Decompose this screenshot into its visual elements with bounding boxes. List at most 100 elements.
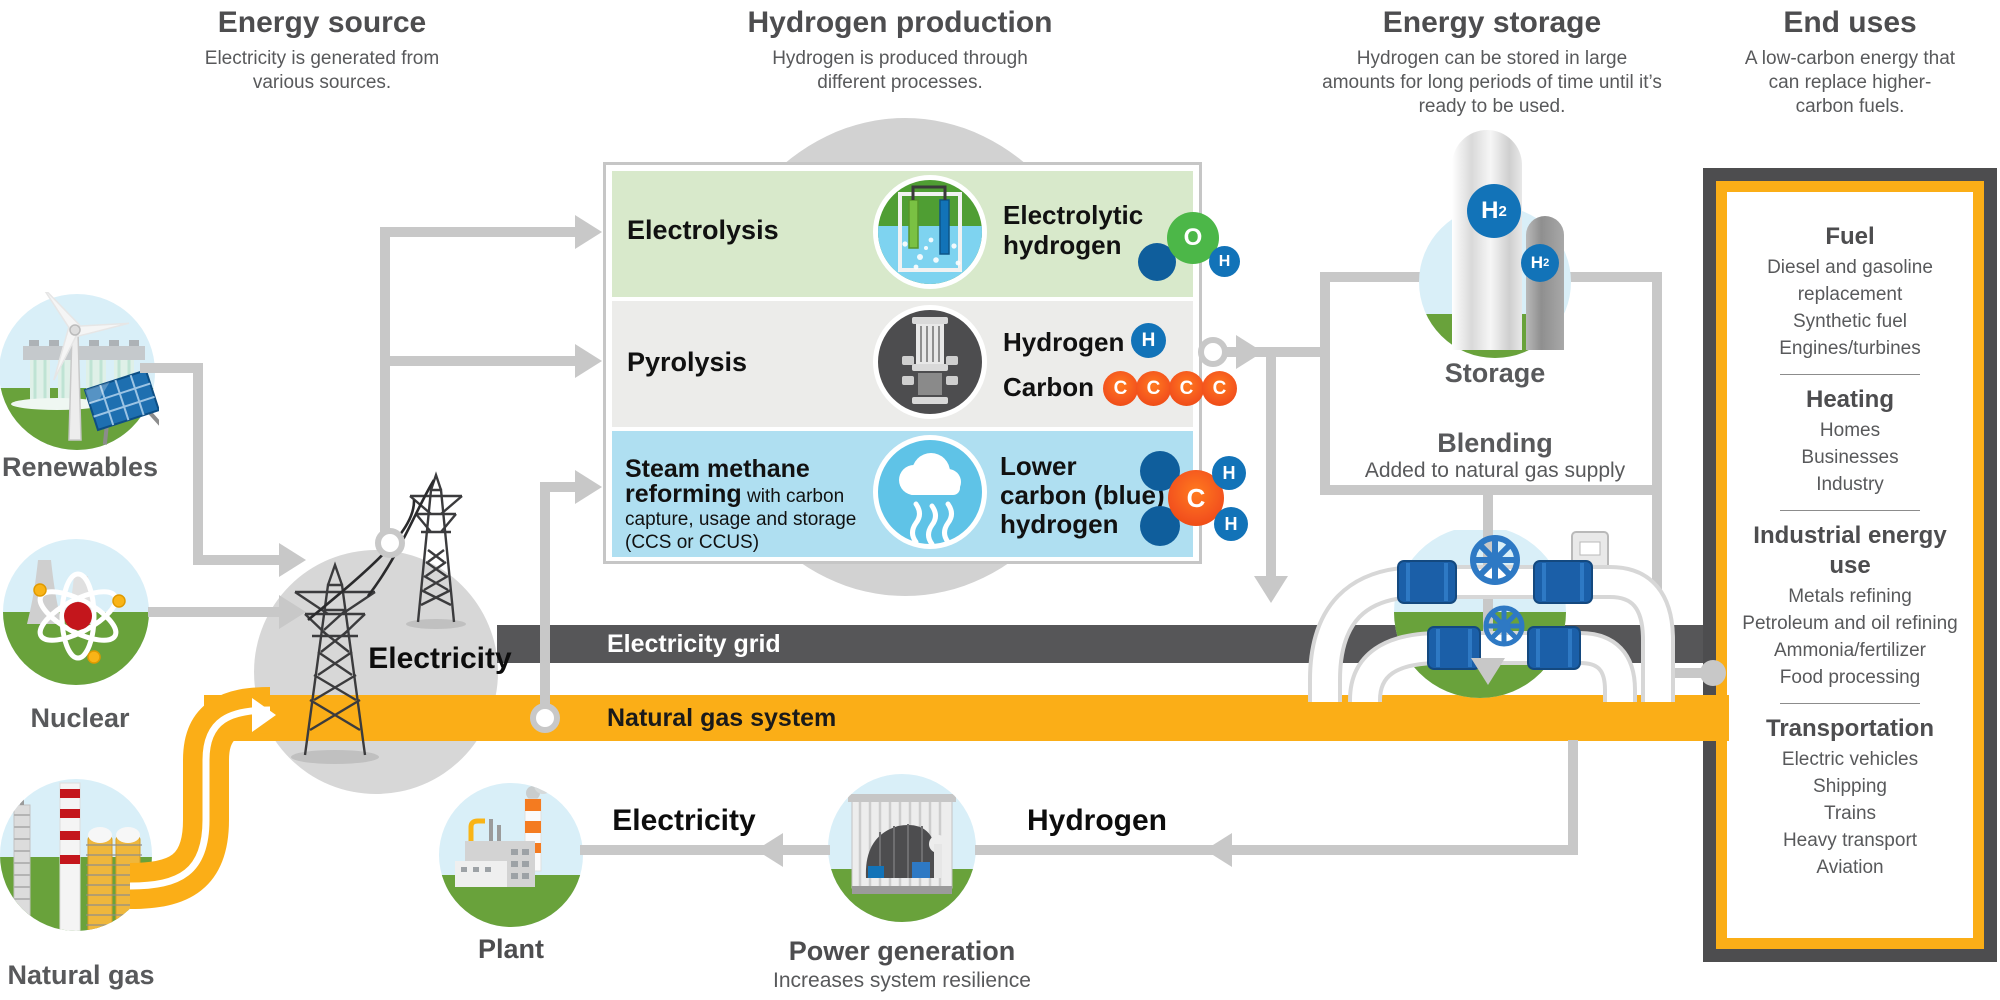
electricity-flow-label: Electricity	[612, 804, 756, 837]
renewables-label: Renewables	[1, 452, 159, 482]
storage-label: Storage	[1444, 358, 1546, 388]
header-subtitle: Electricity is generated from various so…	[204, 48, 440, 93]
natural-gas-pipes-icon	[129, 687, 271, 909]
plant-label: Plant	[477, 934, 544, 964]
end-uses-separator	[1780, 510, 1920, 511]
end-uses-item: Businesses	[1801, 447, 1899, 468]
end-uses-item: Petroleum and oil refining	[1742, 613, 1958, 634]
header-subtitle: Hydrogen is produced through different p…	[772, 48, 1028, 93]
end-uses-item: Heavy transport	[1782, 830, 1918, 851]
smr-feed-riser	[540, 482, 550, 713]
arrow-right-icon	[575, 470, 602, 504]
gas-band-node	[530, 703, 560, 733]
end-uses-separator	[1780, 703, 1920, 704]
power-generation-subtitle: Increases system resilience	[773, 969, 1031, 992]
steam-cloud-icon	[873, 435, 987, 549]
nuclear-label: Nuclear	[30, 703, 130, 733]
pyrolysis-feed	[385, 356, 578, 366]
hydrogen-flow-label: Hydrogen	[1026, 804, 1167, 837]
storage-tank	[1452, 130, 1522, 350]
hydrogen-atom-icon: H	[1214, 507, 1248, 541]
end-uses-item: Food processing	[1779, 667, 1921, 688]
header-energy-source: Energy source Electricity is generated f…	[122, 6, 522, 95]
pyrolysis-reactor-icon	[873, 305, 987, 419]
storage-tank	[1526, 216, 1564, 350]
pyrolysis-label: Pyrolysis	[627, 347, 748, 377]
pyrolysis-carbon-label: Carbon	[1003, 372, 1094, 402]
loop-to-enduses	[1652, 668, 1714, 678]
end-uses-group-heading: Heating	[1805, 386, 1894, 413]
pyrolysis-hydrogen-label: Hydrogen	[1003, 327, 1125, 357]
end-uses-separator	[1780, 374, 1920, 375]
hydrogen-atom-icon: H	[1209, 246, 1240, 277]
hydrogen-to-grid-drop	[1266, 352, 1276, 578]
carbon-badge-icon: C	[1136, 371, 1171, 406]
header-title: End uses	[1783, 6, 1917, 39]
renewables-icon	[0, 292, 159, 450]
natural-gas-band: Natural gas system	[204, 695, 1740, 741]
header-subtitle: A low-carbon energy that can replace hig…	[1744, 48, 1956, 117]
renewables-connector	[193, 555, 283, 565]
end-uses-item: Ammonia/fertilizer	[1773, 640, 1927, 661]
arrow-right-icon	[279, 543, 306, 577]
end-uses-group-heading: Fuel	[1825, 223, 1875, 250]
blending-pipes-icon	[1308, 530, 1675, 702]
storage-loop	[1652, 272, 1662, 678]
carbon-badge-icon: C	[1103, 371, 1138, 406]
carbon-badge-icon: C	[1202, 371, 1237, 406]
end-uses-item: Metals refining	[1788, 586, 1912, 607]
end-uses-item: Diesel and gasoline replacement	[1767, 257, 1933, 305]
electricity-hub-circle	[254, 550, 498, 794]
smr-label: Steam methane reforming with carbon capt…	[625, 455, 865, 554]
blending-drop	[1483, 490, 1493, 560]
natural-gas-band-label: Natural gas system	[607, 703, 837, 732]
header-energy-storage: Energy storage Hydrogen can be stored in…	[1322, 6, 1662, 119]
enduses-node	[1700, 660, 1726, 686]
electrolytic-hydrogen-label: Electrolytic hydrogen	[1003, 200, 1144, 260]
renewables-connector	[140, 363, 203, 373]
end-uses-item: Engines/turbines	[1779, 338, 1921, 359]
end-uses-item: Shipping	[1813, 776, 1887, 797]
arrow-right-icon	[575, 344, 602, 378]
power-generation-label: Power generation	[788, 936, 1016, 966]
arrow-left-icon	[756, 833, 783, 867]
riser-node	[375, 528, 405, 558]
end-uses-item: Industry	[1816, 474, 1884, 495]
arrow-right-icon	[1236, 335, 1263, 369]
blending-label: Blending	[1437, 428, 1553, 458]
end-uses-item: Aviation	[1816, 857, 1884, 878]
hydrogen-badge-icon: H	[1131, 323, 1166, 358]
blue-hydrogen-label: Lower carbon (blue) hydrogen	[1000, 451, 1165, 539]
smr-label-bold: Steam methane reforming	[625, 455, 810, 508]
end-uses-item: Synthetic fuel	[1792, 311, 1908, 332]
header-title: Hydrogen production	[747, 6, 1053, 39]
arrow-right-icon	[575, 215, 602, 249]
power-generation-icon	[828, 774, 976, 922]
electricity-riser	[380, 227, 390, 538]
electrolysis-feed	[385, 227, 578, 237]
electrolysis-icon	[873, 175, 987, 289]
hydrogen-flow-riser	[1568, 740, 1578, 850]
nuclear-connector	[148, 607, 279, 617]
electricity-flow-line	[580, 845, 830, 855]
electricity-grid-label: Electricity grid	[607, 629, 781, 658]
electricity-hub-label: Electricity	[368, 642, 512, 675]
end-uses-group-heading: Industrial energy use	[1753, 522, 1947, 579]
end-uses-item: Homes	[1819, 420, 1881, 441]
natural-gas-label: Natural gas	[7, 960, 155, 990]
electrolysis-label: Electrolysis	[627, 215, 779, 245]
arrow-down-icon	[1254, 576, 1288, 603]
transmission-pylons-icon	[291, 471, 466, 764]
arrow-right-icon	[279, 595, 306, 629]
end-uses-item: Electric vehicles	[1781, 749, 1919, 770]
renewables-connector	[193, 363, 203, 565]
plant-icon	[439, 783, 583, 927]
header-end-uses: End uses A low-carbon energy that can re…	[1715, 6, 1985, 119]
natural-gas-icon	[0, 779, 152, 931]
smr-feed	[545, 482, 578, 492]
